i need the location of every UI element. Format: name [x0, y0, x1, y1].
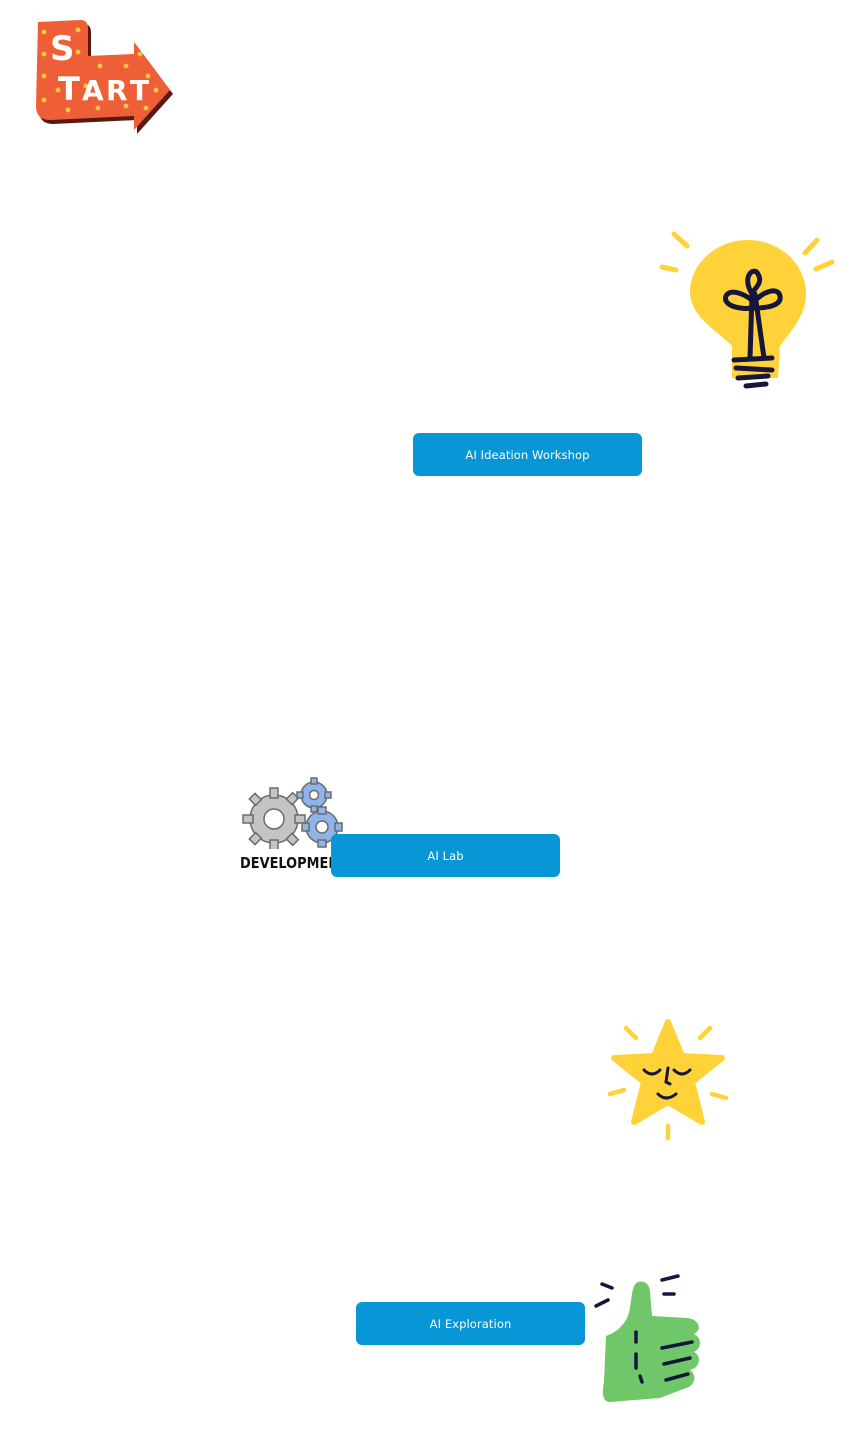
star-illustration	[604, 1018, 732, 1142]
logo-letter-s: S	[50, 29, 75, 69]
development-gears-illustration: DEVELOPMENT	[238, 775, 356, 875]
logo-letter-t: T	[58, 70, 80, 108]
logo-letter-a: A	[82, 74, 104, 107]
ai-lab-button[interactable]: AI Lab	[331, 834, 560, 877]
thumbs-up-illustration	[590, 1272, 708, 1406]
star-face-icon	[607, 1019, 729, 1141]
lightbulb-illustration	[656, 228, 838, 394]
gears-icon: DEVELOPMENT	[238, 777, 354, 873]
ai-ideation-workshop-button[interactable]: AI Ideation Workshop	[413, 433, 642, 476]
thumbs-up-icon	[594, 1274, 700, 1402]
start-sign-logo: S T A R T	[28, 14, 174, 134]
development-badge-text: DEVELOPMENT	[240, 854, 349, 872]
logo-letter-r: R	[106, 74, 128, 107]
lightbulb-icon	[659, 231, 835, 389]
logo-letter-t2: T	[130, 74, 149, 107]
start-arrow-icon: S T A R T	[36, 20, 173, 134]
ai-exploration-button[interactable]: AI Exploration	[356, 1302, 585, 1345]
